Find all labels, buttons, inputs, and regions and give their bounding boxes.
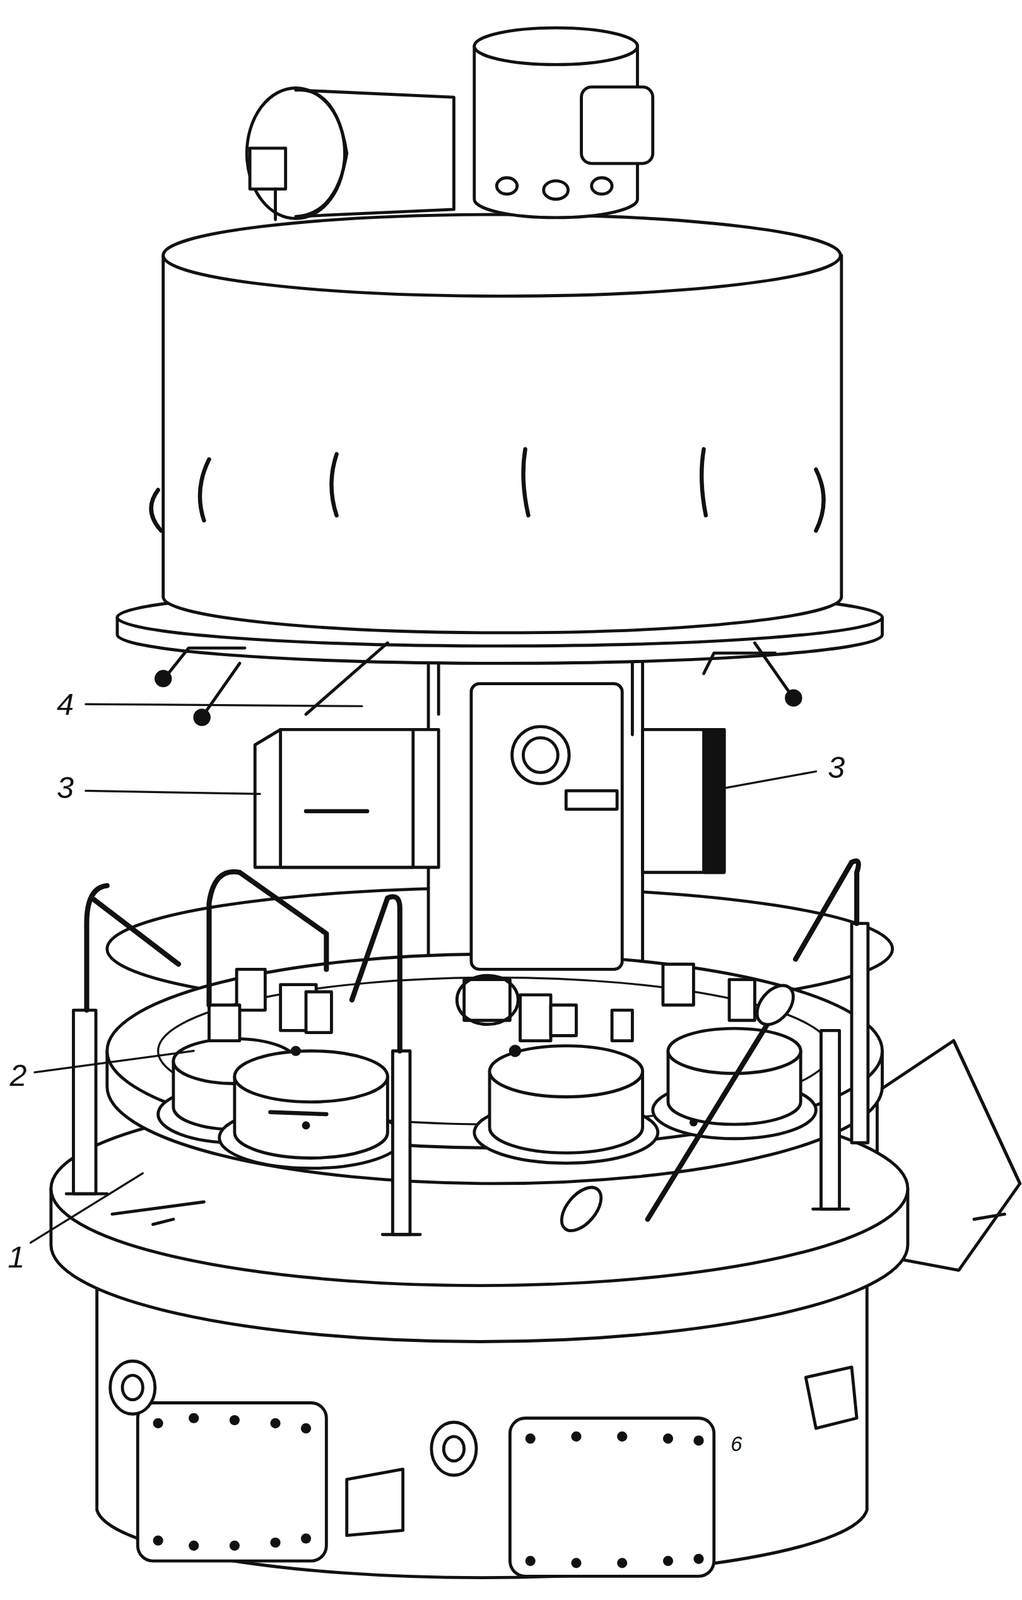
post [820,1030,840,1209]
post [851,923,869,1144]
callout-number: 3 [55,772,76,804]
base-cover [509,1418,714,1577]
base-boss [431,1421,477,1475]
base-lug [346,1469,404,1536]
lever-knob [750,978,801,1032]
base-cover [137,1403,327,1562]
callout-number: 4 [55,688,76,720]
callout-number: 2 [8,1059,29,1091]
feed-box [642,729,725,872]
upper-drum [163,255,842,633]
base-boss [110,1360,156,1414]
square-socket [464,979,511,1021]
lever-knob [553,1180,609,1238]
post [73,1010,96,1194]
feed-box [254,729,439,867]
base-lug [805,1367,857,1429]
callout-number: 6 [729,1433,744,1455]
leader-lines [30,704,817,1243]
callout-number: 1 [6,1241,26,1273]
callout-number: 3 [826,751,846,783]
door-panel [471,683,623,970]
post [392,1051,410,1235]
